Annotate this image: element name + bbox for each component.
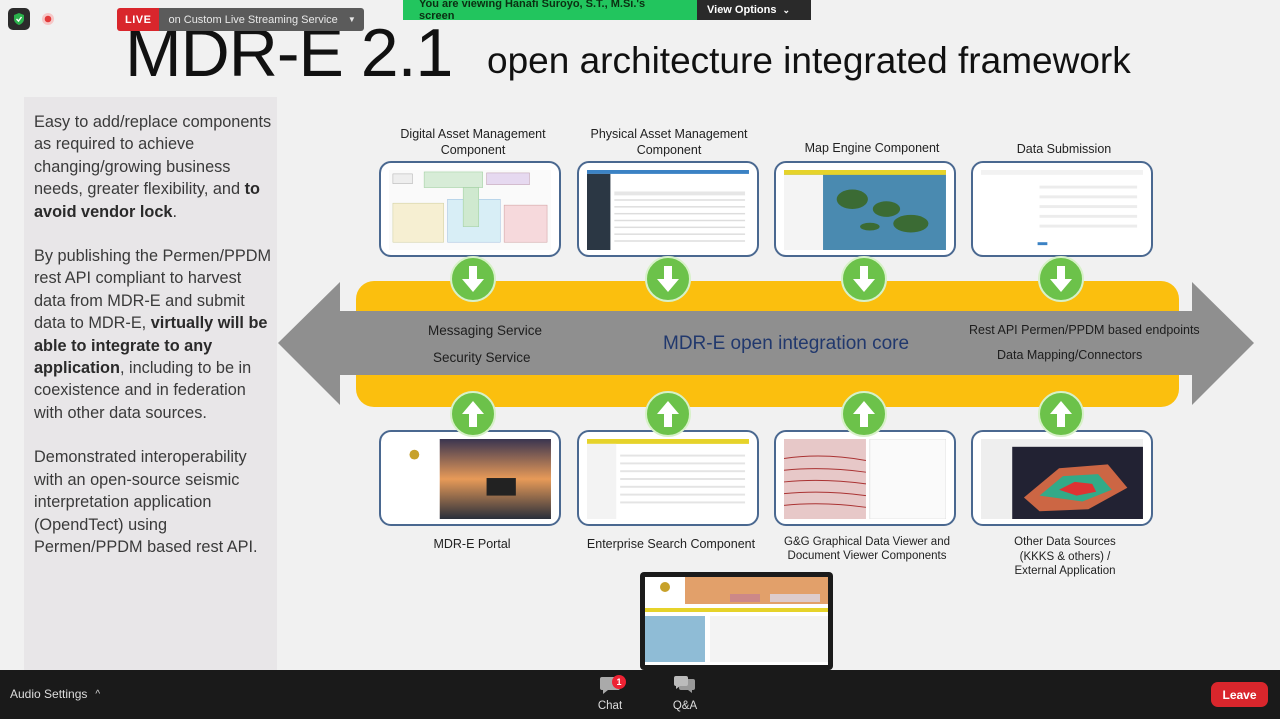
screen-share-banner: You are viewing Hanafi Suroyo, S.T., M.S… [403, 0, 811, 22]
frame-data-submission [971, 161, 1153, 257]
view-options-button[interactable]: View Options ⌄ [697, 0, 811, 20]
integration-core-diagram [278, 281, 1254, 407]
qa-icon [674, 676, 695, 693]
label-enterprise-search: Enterprise Search Component [586, 537, 756, 551]
label-gg-viewer: G&G Graphical Data Viewer and Document V… [784, 536, 950, 562]
viewing-status: You are viewing Hanafi Suroyo, S.T., M.S… [403, 0, 697, 22]
audio-settings-label: Audio Settings [10, 687, 88, 701]
qa-button[interactable]: Q&A [660, 675, 710, 712]
left-text-panel: Easy to add/replace components as requir… [24, 97, 277, 670]
arrow-down-icon [841, 256, 887, 302]
messaging-service-label: Messaging Service [428, 323, 543, 338]
arrow-up-icon [450, 391, 496, 437]
caret-down-icon: ▼ [347, 15, 356, 24]
chat-notification-badge: 1 [612, 675, 626, 689]
frame-other-sources [971, 430, 1153, 526]
live-stream-indicator[interactable]: LIVE on Custom Live Streaming Service ▼ [117, 8, 364, 31]
enterprise-search-screenshot [587, 439, 749, 520]
paragraph-interoperability: Demonstrated interoperability with an op… [34, 448, 258, 556]
frame-mdre-portal [379, 430, 561, 526]
rest-api-label: Rest API Permen/PPDM based endpoints [969, 323, 1200, 337]
core-inner-band [340, 311, 1192, 375]
label-map-engine: Map Engine Component [804, 141, 940, 155]
chat-button[interactable]: 1 Chat [585, 675, 635, 712]
label-data-submission: Data Submission [1016, 142, 1112, 156]
arrow-up-icon [1038, 391, 1084, 437]
core-title: MDR-E open integration core [663, 333, 910, 354]
label-other-sources: Other Data Sources (KKKS & others) / Ext… [1014, 536, 1116, 577]
meeting-toolbar: Audio Settings ^ 1 Chat Q&A Leave [0, 670, 1280, 719]
frame-enterprise-search [577, 430, 759, 526]
gg-viewer-screenshot [784, 439, 946, 520]
data-submission-screenshot [981, 170, 1143, 251]
label-physical-asset: Physical Asset Management Component [590, 127, 748, 157]
physical-asset-screenshot [587, 170, 749, 251]
chevron-up-icon: ^ [95, 688, 101, 700]
live-service-label: on Custom Live Streaming Service [168, 13, 338, 26]
frame-physical-asset [577, 161, 759, 257]
arrow-up-icon [645, 391, 691, 437]
audio-settings-button[interactable]: Audio Settings ^ [10, 687, 100, 701]
arrow-down-icon [645, 256, 691, 302]
other-sources-screenshot [981, 439, 1143, 520]
chat-label: Chat [597, 700, 623, 712]
label-digital-asset: Digital Asset Management Component [400, 127, 546, 157]
frame-map-engine [774, 161, 956, 257]
arrow-down-icon [450, 256, 496, 302]
qa-label: Q&A [672, 700, 698, 712]
security-service-label: Security Service [433, 350, 531, 365]
paragraph-integration: By publishing the Permen/PPDM rest API c… [34, 247, 272, 422]
live-badge: LIVE [117, 8, 160, 31]
laptop-illustration [640, 572, 833, 670]
arrow-down-icon [1038, 256, 1084, 302]
arrow-up-icon [841, 391, 887, 437]
map-engine-screenshot [784, 170, 946, 251]
paragraph-flexibility: Easy to add/replace components as requir… [34, 113, 272, 221]
security-shield-icon[interactable] [8, 8, 30, 30]
chevron-down-icon: ⌄ [782, 4, 791, 15]
shared-slide: MDR-E 2.1 open architecture integrated f… [24, 15, 1254, 670]
data-mapping-label: Data Mapping/Connectors [997, 348, 1143, 362]
mdre-portal-screenshot [389, 439, 551, 520]
label-mdre-portal: MDR-E Portal [433, 537, 511, 551]
recording-icon[interactable] [38, 9, 58, 29]
frame-digital-asset [379, 161, 561, 257]
leave-button[interactable]: Leave [1211, 682, 1268, 707]
frame-gg-viewer [774, 430, 956, 526]
view-options-label: View Options [707, 4, 777, 16]
slide-title-sub: open architecture integrated framework [487, 40, 1131, 81]
digital-asset-screenshot [389, 170, 551, 251]
